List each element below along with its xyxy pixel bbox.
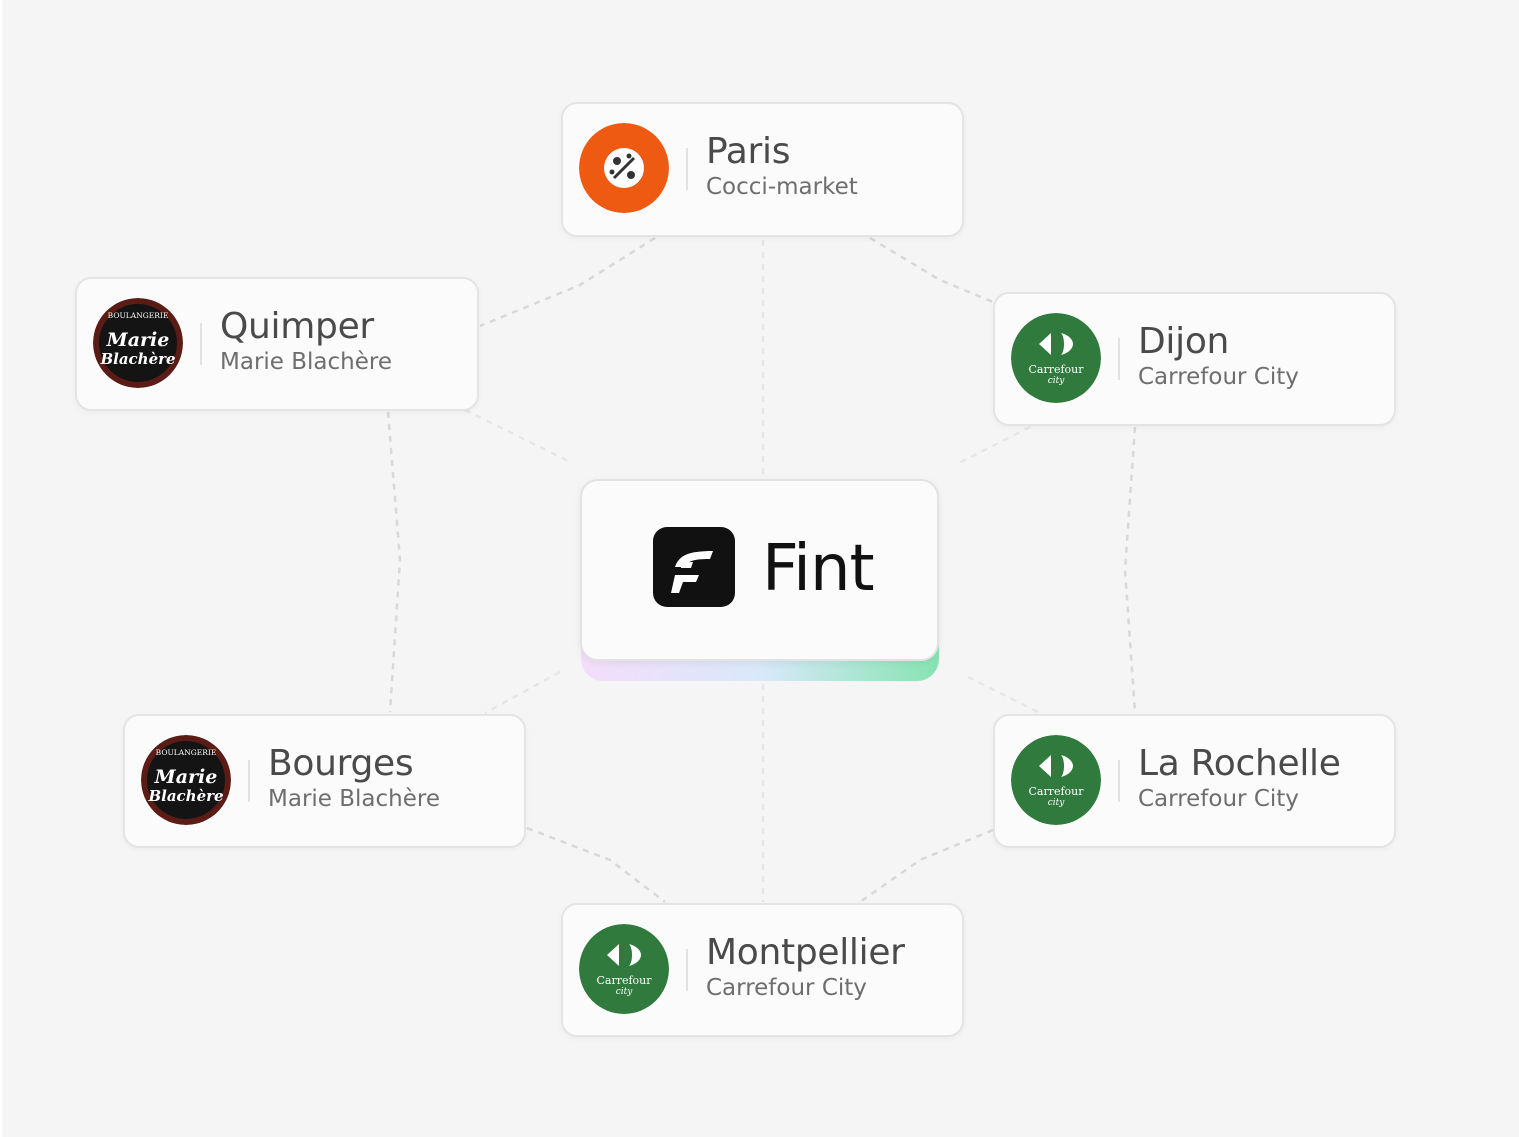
city-name: Bourges (268, 743, 414, 784)
svg-text:BOULANGERIE: BOULANGERIE (156, 748, 217, 757)
connector-paris-dijon (869, 236, 994, 304)
card-separator (200, 323, 202, 365)
connector-quimper-center (464, 408, 571, 464)
marie-blachere-logo-icon: BOULANGERIE Marie Blachère (141, 735, 231, 825)
svg-text:Marie: Marie (106, 329, 170, 351)
store-card-montpellier[interactable]: Carrefour city Montpellier Carrefour Cit… (561, 903, 964, 1037)
card-separator (1118, 338, 1120, 380)
store-card-paris[interactable]: Paris Cocci-market (561, 102, 964, 237)
connector-bourges-montpellier (526, 826, 666, 903)
city-name: Dijon (1138, 321, 1230, 362)
fint-brand-name: Fint (762, 532, 875, 606)
svg-text:Blachère: Blachère (147, 787, 223, 805)
city-name: Montpellier (706, 932, 905, 973)
fint-hub-card[interactable]: Fint (580, 479, 939, 661)
store-name: Marie Blachère (268, 786, 440, 812)
card-separator (686, 148, 688, 190)
connector-larochelle-montpellier (859, 828, 994, 904)
connector-dijon-larochelle (1123, 426, 1137, 713)
store-card-dijon[interactable]: Carrefour city Dijon Carrefour City (993, 292, 1396, 426)
city-name: Paris (706, 131, 791, 172)
svg-text:Carrefour: Carrefour (596, 974, 652, 987)
cocci-market-logo-icon (579, 123, 669, 213)
store-name: Carrefour City (706, 975, 867, 1001)
store-name: Carrefour City (1138, 786, 1299, 812)
city-name: La Rochelle (1138, 743, 1341, 784)
fint-logo-icon (653, 527, 735, 607)
connector-center-larochelle (967, 675, 1041, 715)
connector-quimper-bourges (386, 411, 402, 713)
store-name: Marie Blachère (220, 349, 392, 375)
connector-paris-quimper (479, 236, 656, 328)
svg-text:Carrefour: Carrefour (1028, 785, 1084, 798)
store-card-la-rochelle[interactable]: Carrefour city La Rochelle Carrefour Cit… (993, 714, 1396, 848)
card-separator (248, 760, 250, 802)
marie-blachere-logo-icon: BOULANGERIE Marie Blachère (93, 298, 183, 388)
store-name: Carrefour City (1138, 364, 1299, 390)
store-name: Cocci-market (706, 174, 858, 200)
carrefour-city-logo-icon: Carrefour city (579, 924, 669, 1014)
city-name: Quimper (220, 306, 374, 347)
carrefour-city-logo-icon: Carrefour city (1011, 735, 1101, 825)
store-card-quimper[interactable]: BOULANGERIE Marie Blachère Quimper Marie… (75, 277, 479, 411)
svg-text:city: city (1048, 798, 1066, 808)
svg-text:BOULANGERIE: BOULANGERIE (108, 311, 169, 320)
svg-text:Marie: Marie (154, 766, 218, 788)
svg-text:Carrefour: Carrefour (1028, 363, 1084, 376)
store-card-bourges[interactable]: BOULANGERIE Marie Blachère Bourges Marie… (123, 714, 526, 848)
svg-text:city: city (616, 987, 634, 997)
svg-text:Blachère: Blachère (99, 350, 175, 368)
connector-center-bourges (484, 670, 561, 715)
card-separator (1118, 760, 1120, 802)
card-separator (686, 949, 688, 991)
connector-dijon-center (954, 425, 1031, 467)
svg-text:city: city (1048, 376, 1066, 386)
carrefour-city-logo-icon: Carrefour city (1011, 313, 1101, 403)
